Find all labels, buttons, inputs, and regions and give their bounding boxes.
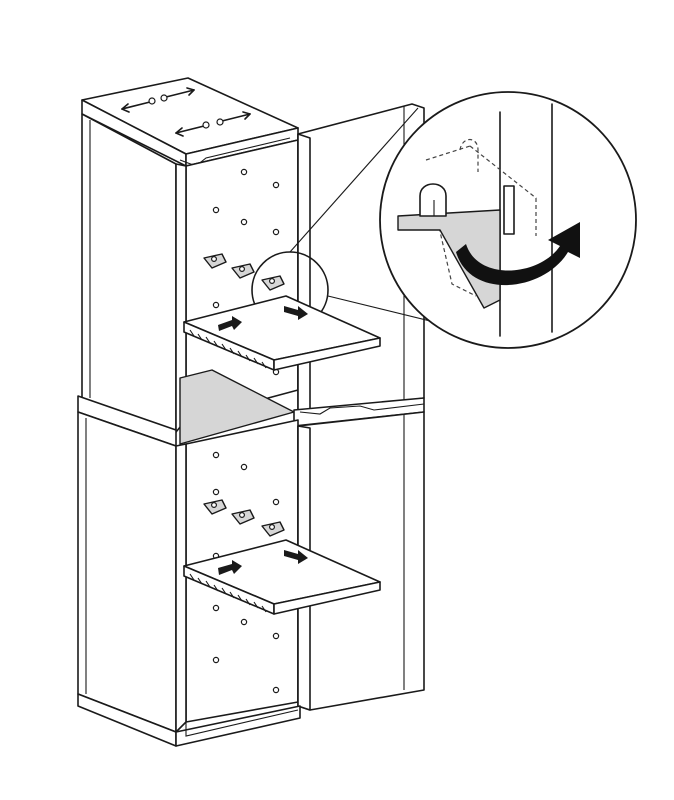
lower-back-holes [212,451,280,694]
upper-cabinet [81,103,425,433]
upper-back-holes [212,168,280,376]
upper-shelf-brackets [203,253,285,291]
lid-screw-arrows [121,87,251,137]
lower-shelf-brackets [203,499,285,537]
zoom-line-top [289,107,419,253]
bracket-detail-callout [379,91,637,349]
middle-connector-band [77,395,425,447]
upper-shelf [183,295,381,371]
lower-shelf [183,539,381,615]
cabinet-top-lid [81,77,299,167]
